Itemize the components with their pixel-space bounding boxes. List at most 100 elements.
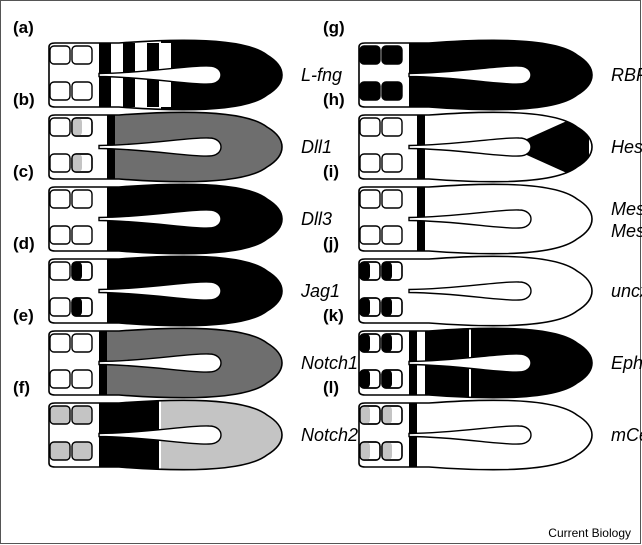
somite bbox=[381, 261, 403, 281]
somite bbox=[71, 117, 93, 137]
somite bbox=[359, 81, 381, 101]
panel-label: (e) bbox=[13, 306, 34, 325]
somite bbox=[359, 45, 381, 65]
psm-slit bbox=[408, 353, 532, 373]
psm-outline bbox=[48, 39, 283, 111]
somite bbox=[71, 261, 93, 281]
somite bbox=[71, 297, 93, 317]
gene-name: Mesp1, bbox=[611, 199, 642, 219]
psm-outline bbox=[48, 183, 283, 255]
panel-label: (d) bbox=[13, 234, 35, 253]
psm-slit bbox=[408, 65, 532, 85]
psm-panel bbox=[358, 327, 593, 399]
expression-domain bbox=[509, 112, 589, 182]
somite bbox=[49, 45, 71, 65]
psm-slit bbox=[98, 281, 222, 301]
panel-label: (k) bbox=[323, 306, 344, 325]
somite bbox=[71, 333, 93, 353]
psm-panel bbox=[358, 183, 593, 255]
gene-name: RBPJκ bbox=[611, 65, 642, 85]
somite bbox=[49, 441, 71, 461]
gene-name-line2: Mesp2 bbox=[611, 221, 642, 241]
psm-slit bbox=[98, 65, 222, 85]
panel-label: (l) bbox=[323, 378, 339, 397]
gene-name: Notch2 bbox=[301, 425, 358, 445]
psm-panel bbox=[48, 39, 283, 111]
somite bbox=[359, 441, 381, 461]
gene-name: uncx4.1 bbox=[611, 281, 642, 301]
somite bbox=[71, 45, 93, 65]
psm-slit bbox=[98, 425, 222, 445]
panel-label: (h) bbox=[323, 90, 345, 109]
panel-label: (f) bbox=[13, 378, 30, 397]
psm-outline bbox=[48, 111, 283, 183]
somite bbox=[381, 333, 403, 353]
somite bbox=[71, 81, 93, 101]
somite bbox=[49, 153, 71, 173]
somite bbox=[381, 225, 403, 245]
somite bbox=[71, 189, 93, 209]
psm-panel bbox=[48, 327, 283, 399]
somite bbox=[71, 225, 93, 245]
psm-panel bbox=[48, 111, 283, 183]
psm-panel bbox=[48, 183, 283, 255]
panel-label: (a) bbox=[13, 18, 34, 37]
somite bbox=[49, 225, 71, 245]
psm-slit bbox=[98, 209, 222, 229]
psm-outline bbox=[358, 255, 593, 327]
psm-panel bbox=[48, 255, 283, 327]
somite bbox=[49, 81, 71, 101]
psm-outline bbox=[358, 399, 593, 471]
gene-name: L-fng bbox=[301, 65, 342, 85]
somite bbox=[359, 153, 381, 173]
psm-panel bbox=[48, 399, 283, 471]
somite bbox=[71, 405, 93, 425]
somite bbox=[49, 261, 71, 281]
psm-outline bbox=[358, 39, 593, 111]
psm-panel bbox=[358, 111, 593, 183]
somite bbox=[359, 189, 381, 209]
panel-label: (c) bbox=[13, 162, 34, 181]
somite bbox=[359, 261, 381, 281]
somite bbox=[359, 297, 381, 317]
somite bbox=[49, 189, 71, 209]
psm-outline bbox=[358, 183, 593, 255]
somite bbox=[381, 117, 403, 137]
psm-panel bbox=[358, 399, 593, 471]
somite bbox=[49, 117, 71, 137]
somite bbox=[381, 189, 403, 209]
somite bbox=[381, 45, 403, 65]
somite bbox=[49, 333, 71, 353]
psm-slit bbox=[98, 137, 222, 157]
gene-name: EphA4 bbox=[611, 353, 642, 373]
psm-outline bbox=[48, 255, 283, 327]
somite bbox=[381, 441, 403, 461]
gene-name: Jag1 bbox=[300, 281, 340, 301]
gene-name: mCer 1 bbox=[611, 425, 642, 445]
psm-outline bbox=[358, 327, 593, 399]
psm-slit bbox=[408, 425, 532, 445]
somite bbox=[381, 81, 403, 101]
panel-label: (b) bbox=[13, 90, 35, 109]
somite bbox=[359, 117, 381, 137]
panel-label: (i) bbox=[323, 162, 339, 181]
somite bbox=[359, 369, 381, 389]
somite bbox=[71, 153, 93, 173]
journal-credit: Current Biology bbox=[548, 526, 631, 540]
psm-slit bbox=[408, 209, 532, 229]
psm-panel bbox=[358, 255, 593, 327]
somite bbox=[381, 405, 403, 425]
somite bbox=[49, 297, 71, 317]
psm-outline bbox=[48, 399, 283, 471]
somite bbox=[49, 369, 71, 389]
psm-outline bbox=[48, 327, 283, 399]
somite bbox=[359, 225, 381, 245]
psm-slit bbox=[98, 353, 222, 373]
psm-slit bbox=[408, 137, 532, 157]
panel-label: (j) bbox=[323, 234, 339, 253]
gene-name: Dll1 bbox=[301, 137, 332, 157]
psm-slit bbox=[408, 281, 532, 301]
gene-name: Hes5 bbox=[611, 137, 642, 157]
